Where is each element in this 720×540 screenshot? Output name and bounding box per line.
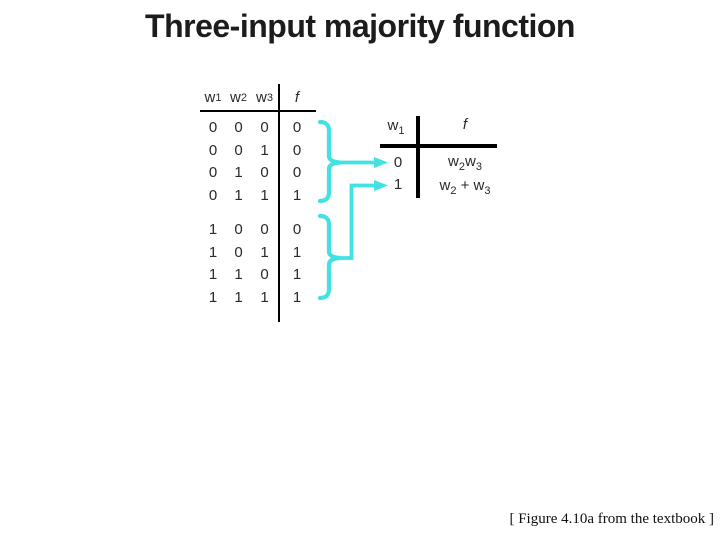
condensed-table-w1-value-0: 0	[393, 154, 403, 171]
condensed-table-vertical-rule	[416, 116, 420, 198]
connector-to-row1	[340, 180, 388, 260]
figure-caption: [ Figure 4.10a from the textbook ]	[509, 511, 714, 527]
condensed-table-w1-value-1: 1	[393, 176, 403, 193]
brace-rows-0-3-icon	[317, 119, 341, 204]
truth-table-header-f: f	[294, 88, 300, 106]
condensed-table-header-f: f	[462, 116, 468, 133]
condensed-table-header-rule	[380, 144, 497, 148]
connector-to-row0	[340, 157, 388, 168]
truth-table-header-rule	[200, 110, 316, 112]
truth-table-vertical-rule	[278, 84, 280, 322]
condensed-table-expr-1: w2 + w3	[439, 177, 491, 197]
condensed-table-expr-0: w2w3	[448, 153, 482, 173]
condensed-table-header-w1: w1	[387, 117, 405, 137]
page-title: Three-input majority function	[145, 8, 575, 44]
brace-rows-4-7-icon	[317, 213, 341, 301]
